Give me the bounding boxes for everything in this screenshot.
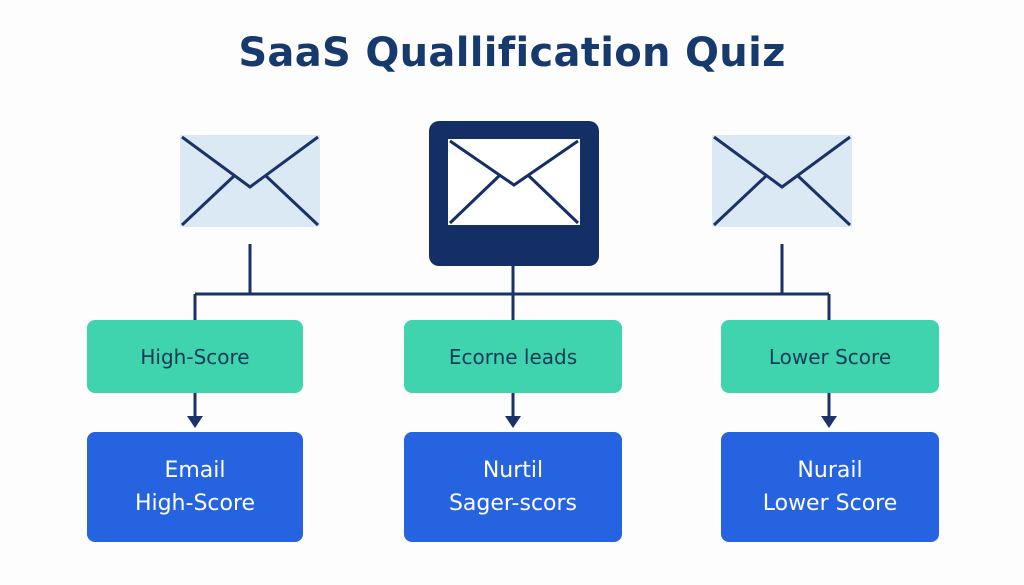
action-label-line1: Nurtil [482,458,544,483]
action-label-line1: Nurail [797,458,863,483]
envelope-icon [712,135,852,227]
segment-box-high-score: High-Score [87,320,303,393]
action-label-line2: High-Score [134,491,256,516]
envelope-icon [429,121,599,266]
action-label-line2: Sager-scors [448,491,578,516]
arrow-center-head [505,416,521,428]
diagram-title: SaaS Quallification Quiz [238,30,786,76]
segment-box-lower-score: Lower Score [721,320,939,393]
action-label-line1: Email [164,458,226,483]
action-box-email-high-score: Email High-Score [87,432,303,542]
segment-label: Lower Score [768,344,892,369]
segment-label: Ecorne leads [448,344,578,369]
action-label-line2: Lower Score [762,491,898,516]
segment-label: High-Score [140,344,250,369]
envelope-icon [180,135,320,227]
action-box-nurtil-sager-scors: Nurtil Sager-scors [404,432,622,542]
arrow-left-head [187,416,203,428]
arrow-right-head [821,416,837,428]
segment-box-ecorne-leads: Ecorne leads [404,320,622,393]
action-box-nurail-lower-score: Nurail Lower Score [721,432,939,542]
